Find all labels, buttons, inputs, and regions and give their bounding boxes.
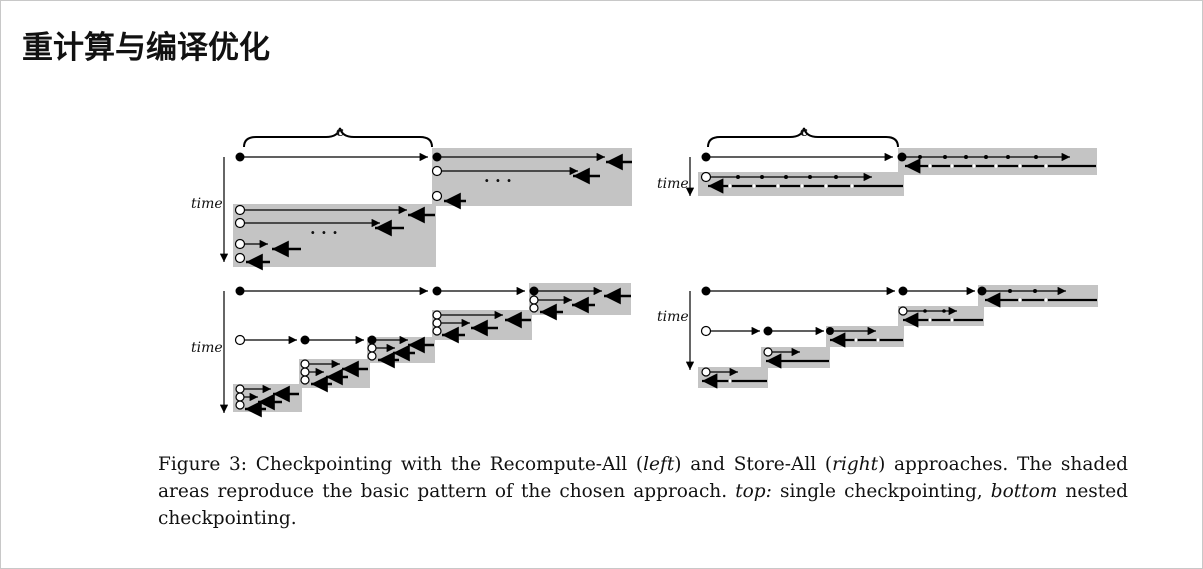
caption-text: ) approaches. The shaded areas reproduce… bbox=[158, 454, 1128, 502]
caption-text: single checkpointing, bbox=[771, 481, 991, 502]
brace-label: c bbox=[336, 125, 344, 140]
caption-emph: right bbox=[832, 454, 879, 475]
checkpoint-dot bbox=[432, 152, 442, 162]
top-right-panel: c time bbox=[657, 125, 1097, 196]
shaded-area bbox=[698, 172, 904, 196]
bottom-left-panel: time bbox=[191, 283, 631, 418]
time-label: time bbox=[191, 196, 223, 212]
time-label: time bbox=[191, 340, 223, 356]
shaded-area bbox=[299, 359, 370, 388]
bottom-right-panel: time bbox=[657, 285, 1098, 389]
time-label: time bbox=[657, 309, 689, 325]
shaded-area bbox=[978, 285, 1098, 307]
shaded-area bbox=[233, 204, 436, 267]
ellipsis: · · · bbox=[484, 171, 512, 190]
caption-emph: bottom bbox=[990, 481, 1058, 502]
caption-text: nested checkpointing. bbox=[158, 481, 1128, 529]
shaded-area bbox=[898, 148, 1097, 175]
shaded-area bbox=[529, 283, 631, 315]
shaded-area bbox=[898, 306, 984, 326]
caption-emph: left bbox=[643, 454, 675, 475]
caption-text: Figure 3: Checkpointing with the Recompu… bbox=[158, 454, 644, 475]
brace bbox=[707, 127, 899, 148]
slide-title: 重计算与编译优化 bbox=[22, 30, 270, 66]
figure-caption: Figure 3: Checkpointing with the Recompu… bbox=[158, 451, 1128, 532]
caption-text: ) and Store-All ( bbox=[674, 454, 833, 475]
brace-label: c bbox=[800, 125, 808, 140]
brace bbox=[243, 127, 433, 148]
shaded-area bbox=[826, 326, 904, 347]
caption-emph: top: bbox=[735, 481, 772, 502]
ellipsis: · · · bbox=[310, 223, 338, 242]
time-label: time bbox=[657, 176, 689, 192]
shaded-area bbox=[367, 337, 435, 363]
checkpoint-dot bbox=[235, 152, 245, 162]
top-left-panel: c time · · · · · · bbox=[191, 125, 632, 271]
